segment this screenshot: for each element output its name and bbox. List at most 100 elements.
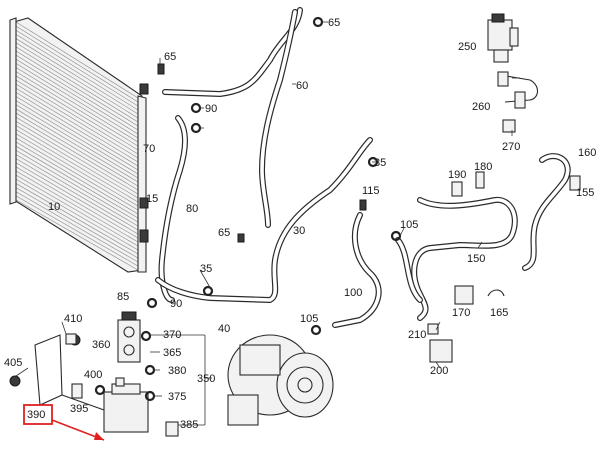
condenser-fin [15, 154, 139, 227]
callout-165: 165 [490, 307, 508, 319]
condenser-fin [15, 129, 139, 203]
callout-35a: 35 [374, 157, 386, 169]
highlight-390 [23, 404, 105, 441]
callout-375: 375 [168, 391, 186, 403]
valve-260 [497, 71, 539, 133]
condenser [9, 17, 149, 273]
callout-105a: 105 [400, 219, 418, 231]
callout-380: 380 [168, 365, 186, 377]
condenser-fin [15, 21, 139, 99]
callout-115: 115 [362, 185, 380, 197]
callout-160: 160 [578, 147, 596, 159]
condenser-fin [15, 145, 139, 219]
compressor [227, 334, 334, 426]
callout-65c: 65 [218, 227, 230, 239]
callout-90b: 90 [170, 298, 182, 310]
small-parts [65, 16, 581, 402]
condenser-fin [15, 141, 139, 215]
condenser-fin [15, 59, 139, 135]
callout-105b: 105 [300, 313, 318, 325]
condenser-fin [15, 30, 139, 107]
expansion-valve-360 [117, 311, 141, 363]
callout-65b: 65 [164, 51, 176, 63]
pressure-switch-250 [487, 13, 519, 63]
callout-170: 170 [452, 307, 470, 319]
pipe-60 [162, 7, 303, 228]
pipe-100 [332, 212, 382, 328]
callout-395: 395 [70, 403, 88, 415]
callout-190: 190 [448, 169, 466, 181]
callout-60: 60 [296, 80, 308, 92]
condenser-fin [15, 170, 139, 243]
condenser-fin [15, 34, 139, 111]
callout-390: 390 [27, 409, 45, 421]
callout-40: 40 [218, 323, 230, 335]
condenser-fin [15, 54, 139, 131]
callout-410: 410 [64, 313, 82, 325]
condenser-fin [15, 100, 139, 175]
condenser-fin [15, 121, 139, 195]
condenser-fin [15, 87, 139, 163]
callout-15: 15 [146, 193, 158, 205]
condenser-fin [15, 46, 139, 123]
condenser-fin [15, 166, 139, 239]
condenser-fin [15, 179, 139, 251]
callout-400: 400 [84, 369, 102, 381]
condenser-fin [15, 137, 139, 211]
callout-35b: 35 [200, 263, 212, 275]
callout-370: 370 [163, 329, 181, 341]
callout-150: 150 [467, 253, 485, 265]
condenser-fin [15, 42, 139, 119]
callout-labels: 10 15 30 35 35 40 60 65 65 65 70 80 85 9… [4, 17, 596, 431]
condenser-fin [15, 83, 139, 159]
condenser-fin [15, 71, 139, 147]
callout-200: 200 [430, 365, 448, 377]
callout-100: 100 [344, 287, 362, 299]
condenser-fin [15, 25, 139, 103]
leader-lines [15, 21, 520, 426]
condenser-fin [15, 75, 139, 151]
callout-10: 10 [48, 201, 60, 213]
callout-360: 360 [92, 339, 110, 351]
callout-70: 70 [143, 143, 155, 155]
pipe-30 [155, 137, 373, 303]
callout-180: 180 [474, 161, 492, 173]
callout-155: 155 [576, 187, 594, 199]
condenser-fin [15, 38, 139, 115]
condenser-fin [15, 116, 139, 191]
condenser-fin [15, 199, 139, 271]
callout-210: 210 [408, 329, 426, 341]
condenser-fin [15, 104, 139, 179]
callout-80: 80 [186, 203, 198, 215]
condenser-fin [15, 112, 139, 187]
callout-250: 250 [458, 41, 476, 53]
condenser-fin [15, 133, 139, 207]
condenser-fin [15, 183, 139, 255]
condenser-fin [15, 67, 139, 143]
condenser-fin [15, 96, 139, 171]
callout-85: 85 [117, 291, 129, 303]
condenser-fin [15, 79, 139, 155]
condenser-fin [15, 125, 139, 199]
condenser-fin [15, 195, 139, 267]
condenser-fin [15, 174, 139, 247]
condenser-fin [15, 162, 139, 235]
condenser-fin [15, 187, 139, 259]
condenser-fin [15, 50, 139, 127]
pipe-80 [158, 115, 188, 303]
callout-385: 385 [180, 419, 198, 431]
condenser-fin [15, 63, 139, 139]
condenser-fin [15, 191, 139, 263]
callout-30: 30 [293, 225, 305, 237]
condenser-fin [15, 92, 139, 167]
pipe-150 [395, 153, 571, 321]
callout-350: 350 [197, 373, 215, 385]
callout-65a: 65 [328, 17, 340, 29]
callout-365: 365 [163, 347, 181, 359]
condenser-fin [15, 150, 139, 223]
callout-90a: 90 [205, 103, 217, 115]
callout-405: 405 [4, 357, 22, 369]
condenser-fin [15, 108, 139, 183]
condenser-fin [15, 158, 139, 231]
